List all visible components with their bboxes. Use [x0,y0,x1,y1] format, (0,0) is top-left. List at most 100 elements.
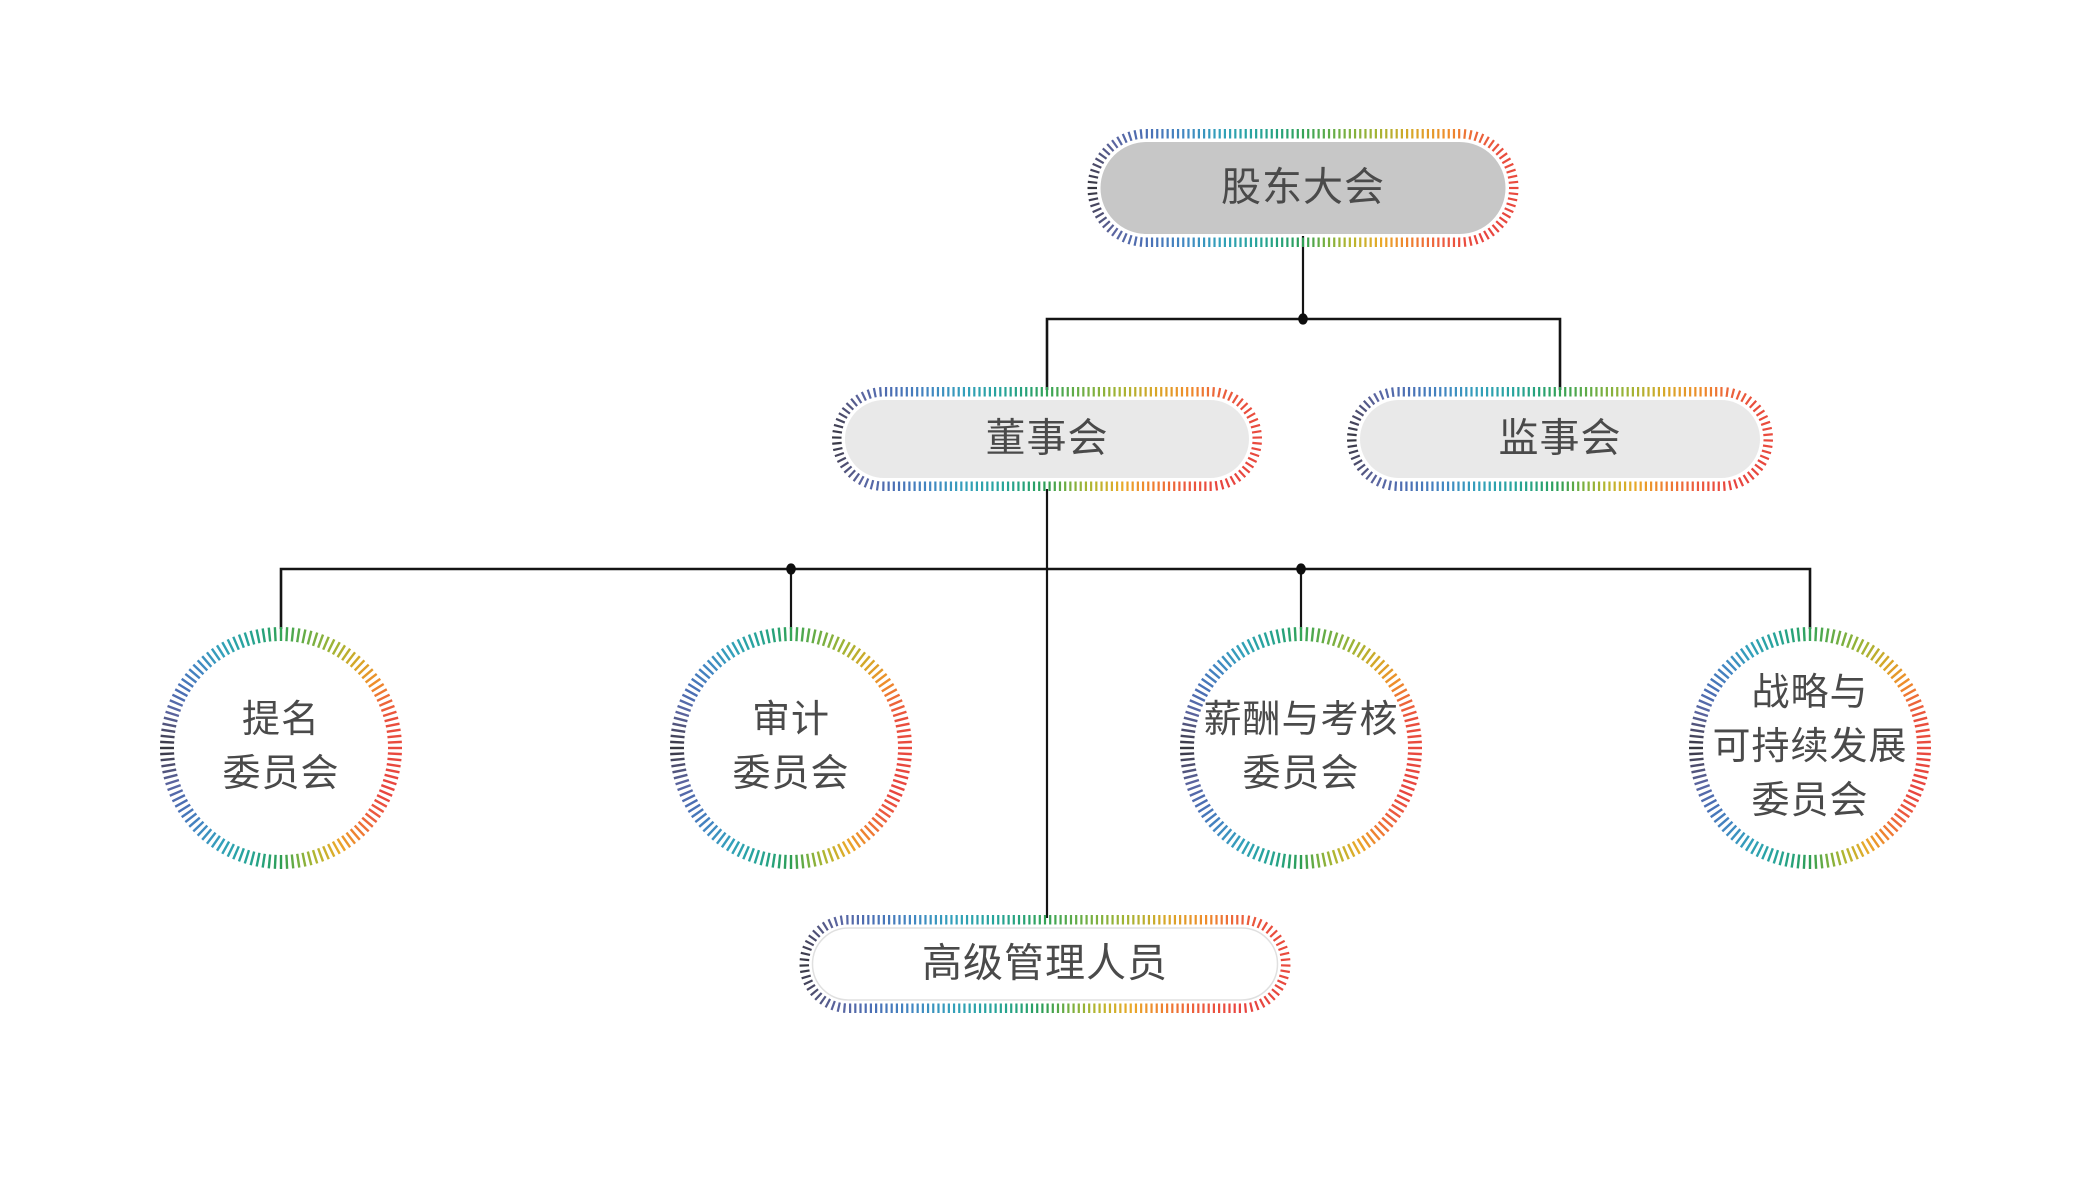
border-tick [1468,236,1473,247]
border-tick [1508,192,1519,196]
border-tick [681,693,696,702]
border-tick [1478,232,1485,243]
border-tick [1250,423,1261,429]
border-tick [795,854,799,869]
border-tick [687,803,701,814]
border-tick [1365,471,1374,481]
border-tick [261,628,266,643]
border-tick [273,627,277,642]
border-tick [1221,655,1233,668]
border-tick [380,704,395,712]
border-tick [192,820,205,833]
border-tick [677,704,692,712]
border-tick [1498,216,1508,224]
border-tick [1696,704,1711,712]
border-tick [855,831,867,845]
node-strategy-sustainability-committee [1689,627,1931,869]
border-tick [1212,820,1225,833]
border-tick [1692,773,1707,780]
border-tick [1381,479,1387,489]
border-tick [1263,632,1271,647]
border-tick [160,752,175,756]
border-tick [1860,641,1870,656]
border-tick [720,835,731,848]
border-tick [1778,630,1785,645]
border-tick [1212,663,1225,676]
border-tick [1689,740,1704,744]
border-tick [1690,763,1705,768]
border-tick [1761,845,1769,860]
border-tick [1287,854,1292,869]
border-tick [1825,628,1830,643]
border-tick [879,387,882,397]
border-tick [1760,420,1771,426]
border-tick [317,847,325,862]
node-label-nomination-committee: 提名 委员会 [222,699,340,795]
border-tick [684,688,699,698]
border-tick [827,918,834,929]
border-tick [1244,461,1255,469]
border-tick [811,629,817,644]
border-tick [1121,133,1128,144]
border-tick [1398,789,1413,797]
border-tick [221,840,231,855]
border-tick [1316,628,1321,643]
border-tick [267,854,272,869]
border-tick [684,798,699,808]
border-tick [1763,433,1773,437]
border-tick [1916,734,1931,739]
border-tick [871,816,884,828]
border-tick [364,812,378,824]
border-tick [747,634,755,649]
border-tick [1739,835,1750,848]
border-tick [833,423,844,429]
border-tick [892,710,907,718]
border-tick [1354,409,1365,417]
border-tick [1393,798,1408,808]
border-tick [378,699,393,707]
border-tick [1713,672,1727,684]
border-tick [386,728,401,733]
border-tick [317,634,325,649]
border-tick [1204,672,1218,684]
border-tick [1473,131,1479,142]
border-tick [869,479,875,490]
border-tick [384,773,399,780]
border-tick [1378,390,1385,400]
border-tick [1504,162,1514,169]
border-tick [1347,444,1358,449]
border-tick [1269,630,1276,645]
border-tick [1373,824,1386,837]
border-tick [1744,838,1755,852]
border-tick [687,682,701,693]
border-tick [1835,851,1842,866]
border-tick [894,773,909,780]
border-tick [1398,699,1413,707]
border-tick [1766,634,1774,649]
border-tick [800,854,805,869]
border-tick [1830,629,1836,644]
border-tick [670,734,685,739]
border-tick [824,998,832,1008]
border-tick [837,638,846,653]
border-tick [1347,638,1356,653]
border-tick [368,677,381,688]
border-tick [386,763,401,768]
connector-line [1045,317,1562,390]
border-tick [1406,728,1421,733]
border-tick [1370,474,1378,484]
border-tick [1249,1002,1254,1013]
border-tick [894,716,909,723]
border-tick [221,641,231,656]
border-tick [1734,831,1746,845]
border-tick [694,672,708,684]
border-tick [838,412,848,419]
border-tick [1725,387,1729,398]
border-tick [1840,632,1848,647]
border-tick [1254,1000,1260,1011]
border-tick [1911,710,1926,718]
border-tick [841,840,851,855]
border-tick [1377,820,1390,833]
border-tick [1197,803,1211,814]
border-tick [1139,129,1143,139]
